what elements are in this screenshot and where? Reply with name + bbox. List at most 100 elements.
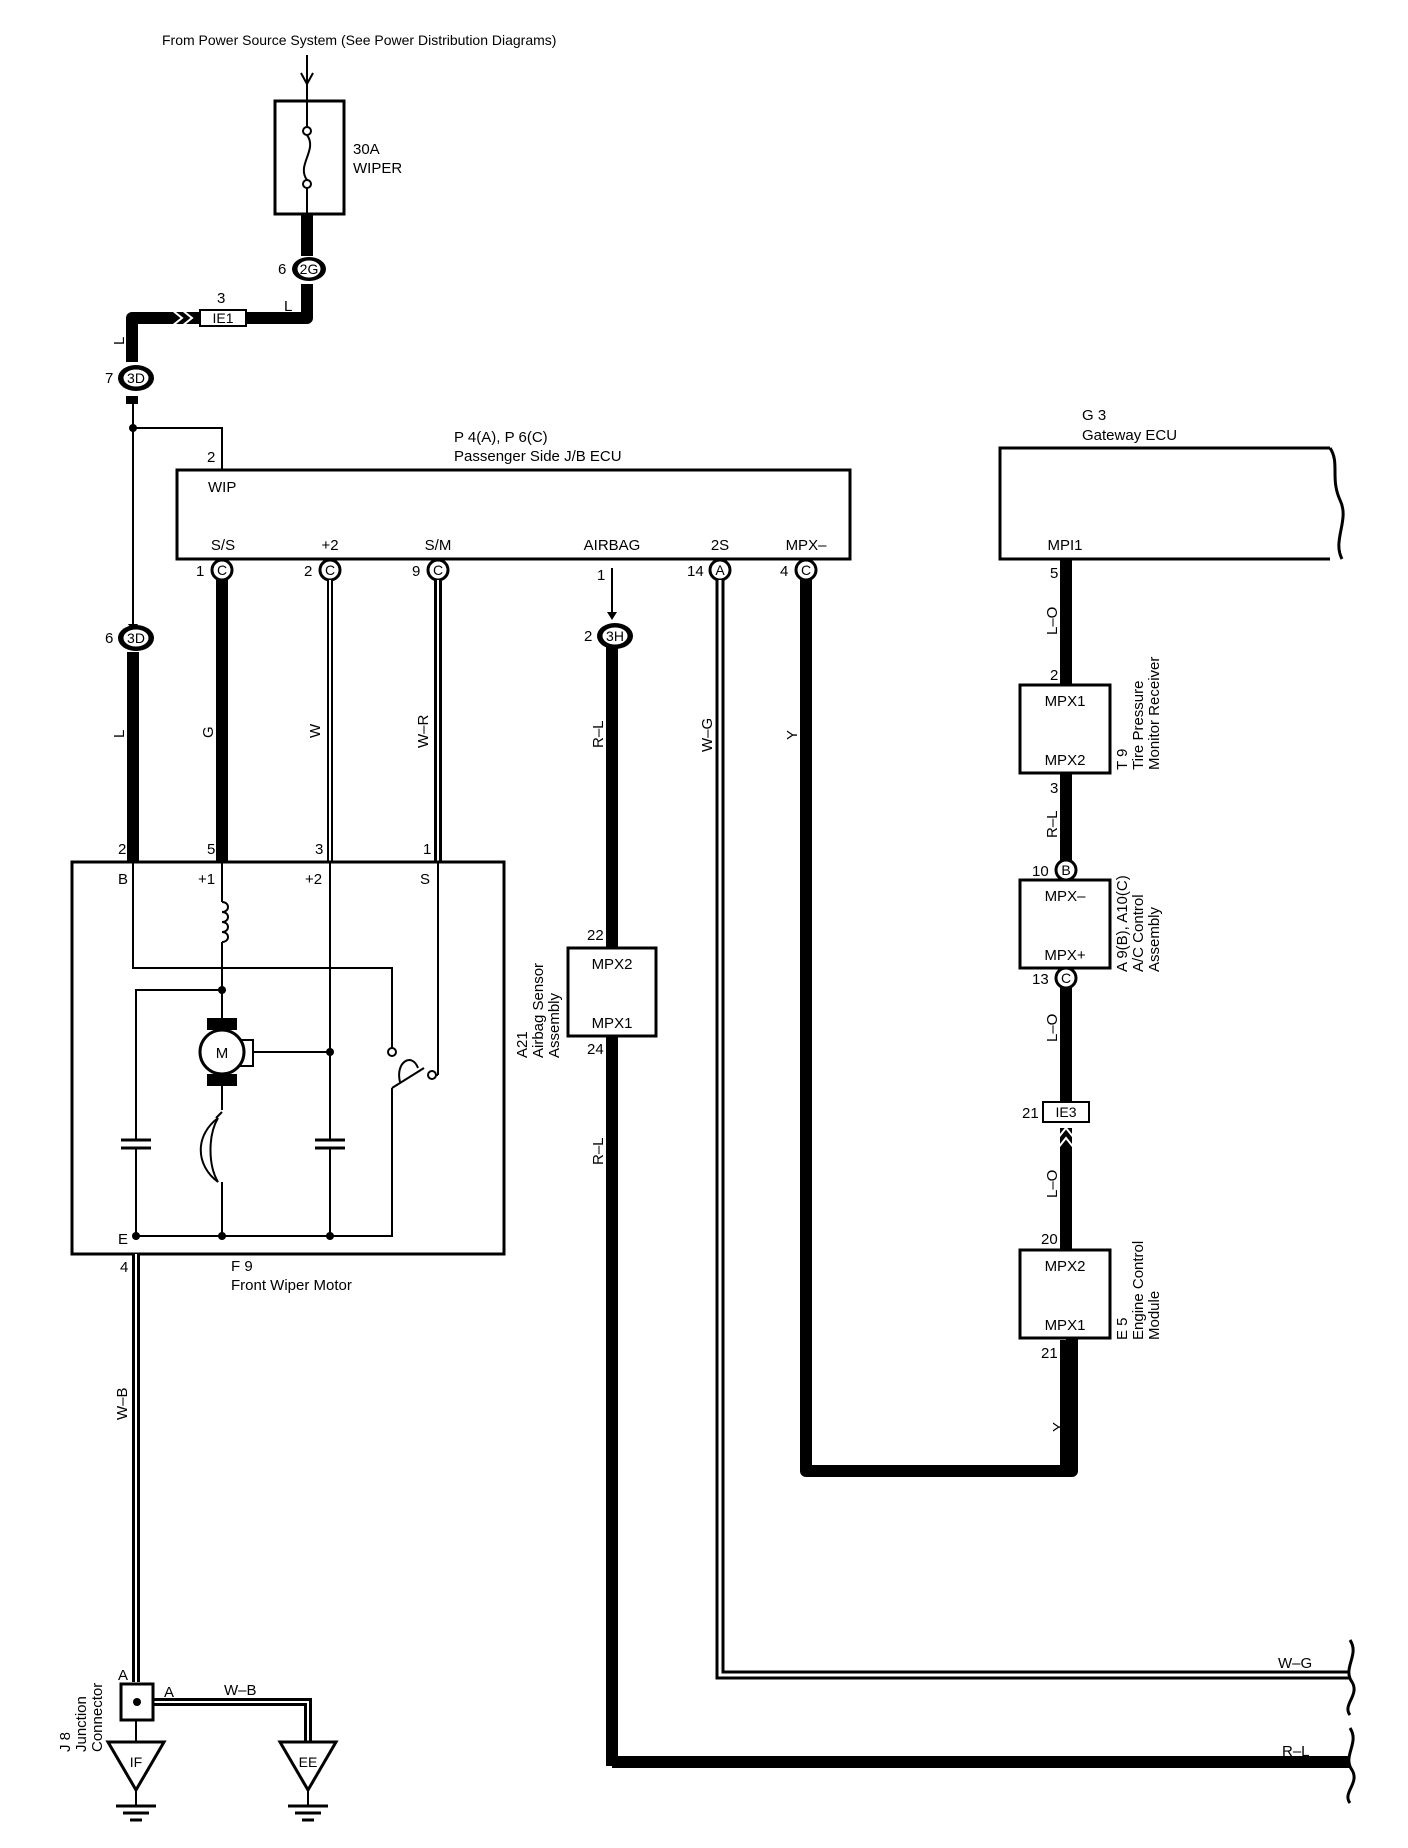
airbag-sensor-name-1: Airbag Sensor bbox=[530, 963, 547, 1058]
wire-break-w-g bbox=[1346, 1639, 1356, 1716]
tire-pressure-box bbox=[1018, 683, 1112, 775]
jb-pin-ss-num: 1 bbox=[196, 563, 204, 580]
connector-3d-top-pin: 7 bbox=[105, 370, 113, 387]
jb-pin-2s: A bbox=[708, 558, 732, 582]
motor-arc-resistor bbox=[199, 1111, 223, 1190]
jb-terminal-sm: S/M bbox=[425, 537, 452, 554]
jb-pin-plus2-num: 2 bbox=[304, 563, 312, 580]
airbag-sensor-pin-mpx1: 24 bbox=[587, 1041, 604, 1058]
jb-pin-ss: C bbox=[210, 558, 234, 582]
wire-label-l-top: L bbox=[284, 298, 292, 315]
connector-3d-mid: 3D bbox=[118, 625, 154, 651]
motor-terminal-b: B bbox=[118, 871, 128, 888]
ac-control-mpx-minus: MPX– bbox=[1045, 888, 1087, 905]
jb-terminal-plus2: +2 bbox=[321, 537, 338, 554]
ground-ee: EE bbox=[277, 1740, 339, 1822]
jb-ecu-wip-label: WIP bbox=[208, 479, 236, 496]
connector-2g: 2G bbox=[292, 257, 326, 281]
motor-terminal-plus2: +2 bbox=[305, 871, 322, 888]
engine-module-box bbox=[1018, 1248, 1112, 1340]
gateway-name: Gateway ECU bbox=[1082, 427, 1177, 444]
motor-pin-plus1: 5 bbox=[207, 841, 215, 858]
connector-2g-pin: 6 bbox=[278, 261, 286, 278]
ac-control-name-1: A/C Control bbox=[1130, 894, 1147, 972]
ac-control-box bbox=[1018, 878, 1112, 970]
connector-2g-id: 2G bbox=[300, 261, 319, 277]
svg-text:C: C bbox=[1061, 970, 1071, 986]
tire-pressure-pin-mpx2: 3 bbox=[1050, 780, 1058, 797]
power-arrow bbox=[300, 55, 314, 100]
airbag-sensor-mpx2: MPX2 bbox=[592, 956, 633, 973]
wire-label-w: W bbox=[307, 723, 324, 738]
jb-pin-plus2: C bbox=[318, 558, 342, 582]
engine-module-name-2: Module bbox=[1146, 1291, 1163, 1340]
engine-module-mpx1: MPX1 bbox=[1045, 1317, 1086, 1334]
jb-pin-sm-num: 9 bbox=[412, 563, 420, 580]
tire-pressure-pin-mpx1: 2 bbox=[1050, 667, 1058, 684]
fuse-rating: 30A bbox=[353, 141, 380, 158]
connector-3h: 3H bbox=[597, 623, 633, 649]
airbag-sensor-box bbox=[566, 946, 658, 1038]
ac-control-pin-top: B bbox=[1054, 858, 1078, 882]
airbag-sensor-name-2: Assembly bbox=[546, 992, 563, 1058]
wire-label-w-b-2: W–B bbox=[224, 1682, 257, 1699]
wiper-motor-name: Front Wiper Motor bbox=[231, 1277, 352, 1294]
junction-connector-box bbox=[119, 1682, 155, 1722]
wire-label-r-l-1: R–L bbox=[590, 720, 607, 748]
wire-label-y-1: Y bbox=[784, 730, 801, 740]
junction-name-1: Junction bbox=[73, 1696, 90, 1752]
jb-pin-2s-num: 14 bbox=[687, 563, 704, 580]
ac-control-pin-top-num: 10 bbox=[1032, 863, 1049, 880]
jb-pin-airbag-num: 1 bbox=[597, 567, 605, 584]
connector-ie1-id: IE1 bbox=[212, 310, 233, 326]
airbag-sensor-pin-mpx2: 22 bbox=[587, 927, 604, 944]
ac-control-pin-bottom-num: 13 bbox=[1032, 971, 1049, 988]
motor-pin-s: 1 bbox=[423, 841, 431, 858]
jb-pin-mpx-minus: C bbox=[794, 558, 818, 582]
wire-label-r-l-end: R–L bbox=[1282, 1743, 1310, 1760]
motor-pin-e: 4 bbox=[120, 1259, 128, 1276]
connector-ie3-pin: 21 bbox=[1022, 1105, 1039, 1122]
svg-text:C: C bbox=[433, 562, 443, 578]
motor-pin-b: 2 bbox=[118, 841, 126, 858]
connector-ie3-id: IE3 bbox=[1055, 1104, 1076, 1120]
wiper-motor-ref: F 9 bbox=[231, 1258, 253, 1275]
connector-3d-mid-pin: 6 bbox=[105, 630, 113, 647]
svg-text:B: B bbox=[1061, 862, 1070, 878]
tire-pressure-mpx1: MPX1 bbox=[1045, 693, 1086, 710]
gateway-ref: G 3 bbox=[1082, 407, 1106, 424]
connector-ie3: IE3 bbox=[1042, 1101, 1090, 1149]
gateway-box bbox=[998, 446, 1345, 561]
capacitor-left bbox=[121, 1138, 151, 1150]
motor-terminal-e: E bbox=[118, 1231, 128, 1248]
motor-terminal-s: S bbox=[420, 871, 430, 888]
wire-label-l-vert: L bbox=[111, 337, 128, 345]
wire-label-y-2: Y bbox=[1050, 1422, 1067, 1432]
fuse-30a-wiper bbox=[273, 99, 346, 216]
engine-module-ref: E 5 bbox=[1114, 1317, 1131, 1340]
wire-label-l-o-3: L–O bbox=[1044, 1170, 1061, 1198]
fuse-name: WIPER bbox=[353, 160, 402, 177]
wire-label-r-l-2: R–L bbox=[590, 1137, 607, 1165]
connector-ie1-pin: 3 bbox=[217, 290, 225, 307]
tire-pressure-name-1: Tire Pressure bbox=[1130, 681, 1147, 770]
engine-module-pin-mpx2: 20 bbox=[1041, 1231, 1058, 1248]
junction-pin-a-top: A bbox=[118, 1667, 128, 1684]
wire-label-r-l-3: R–L bbox=[1044, 810, 1061, 838]
jb-ecu-box bbox=[175, 468, 852, 561]
connector-ie1: IE1 bbox=[171, 309, 247, 327]
motor-pin-plus2: 3 bbox=[315, 841, 323, 858]
capacitor-right bbox=[315, 1138, 345, 1150]
junction-pin-a-right: A bbox=[164, 1684, 174, 1701]
wire-l-main bbox=[127, 624, 139, 862]
tire-pressure-mpx2: MPX2 bbox=[1045, 752, 1086, 769]
junction-ref: J 8 bbox=[57, 1732, 74, 1752]
airbag-sensor-mpx1: MPX1 bbox=[592, 1015, 633, 1032]
ground-if: IF bbox=[105, 1740, 167, 1822]
jb-ecu-ref: P 4(A), P 6(C) bbox=[454, 429, 548, 446]
wiper-motor-box bbox=[70, 860, 506, 1256]
connector-3d-top-id: 3D bbox=[127, 370, 145, 386]
tire-pressure-ref: T 9 bbox=[1114, 749, 1131, 770]
gateway-pin: 5 bbox=[1050, 565, 1058, 582]
connector-3d-top: 3D bbox=[118, 365, 154, 404]
